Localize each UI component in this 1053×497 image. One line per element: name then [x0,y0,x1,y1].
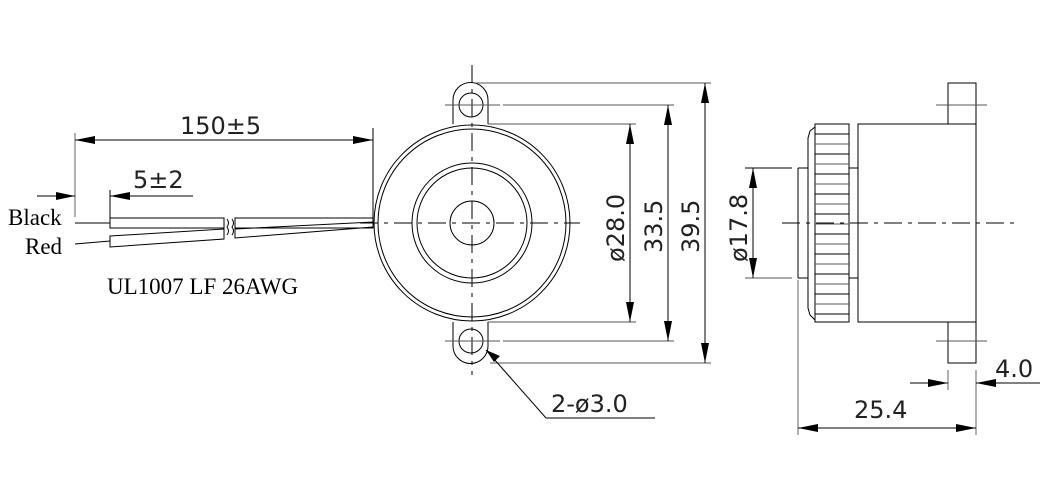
mounting-holes-dim: 2-ø3.0 [551,390,628,418]
hole-pitch-dim: 33.5 [640,200,668,253]
tab-thickness-dim: 4.0 [995,355,1033,383]
side-dimensions [745,167,1040,435]
overall-depth-dim: 25.4 [854,396,907,424]
front-dimensions [475,82,711,419]
red-wire-label: Red [25,234,63,259]
black-wire-label: Black [8,205,62,230]
side-view [782,82,1018,364]
front-view [360,65,580,375]
lead-length-dim: 150±5 [180,112,261,140]
wire-spec-label: UL1007 LF 26AWG [107,274,298,299]
inner-diameter-dim: ø28.0 [602,194,630,262]
overall-height-dim: 39.5 [677,200,705,253]
wire-leads [37,128,374,248]
front-diameter-dim: ø17.8 [725,194,753,262]
strip-length-dim: 5±2 [133,166,184,194]
